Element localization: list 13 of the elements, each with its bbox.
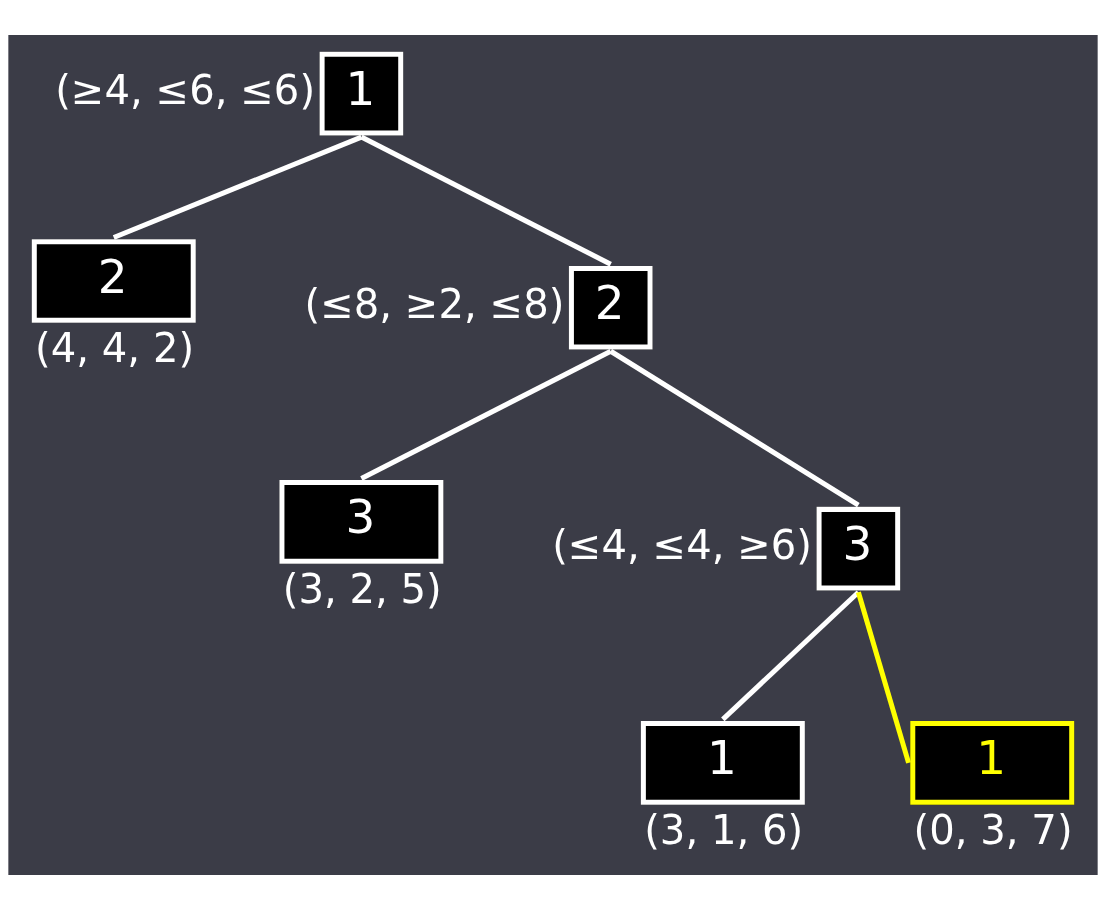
node-label: (≥4, ≤6, ≤6) [55, 66, 316, 113]
node-label: (3, 2, 5) [282, 565, 442, 612]
node-label: (4, 4, 2) [35, 324, 195, 371]
connector [360, 348, 612, 481]
connector [855, 591, 911, 764]
node-label: (≤8, ≥2, ≤8) [304, 280, 565, 327]
node-label: (3, 1, 6) [644, 806, 804, 853]
connector [112, 134, 363, 240]
connector [721, 589, 861, 721]
node-label: (≤4, ≤4, ≥6) [552, 521, 813, 568]
node-label: (0, 3, 7) [913, 806, 1073, 853]
connector [360, 134, 612, 266]
connector [609, 348, 860, 507]
